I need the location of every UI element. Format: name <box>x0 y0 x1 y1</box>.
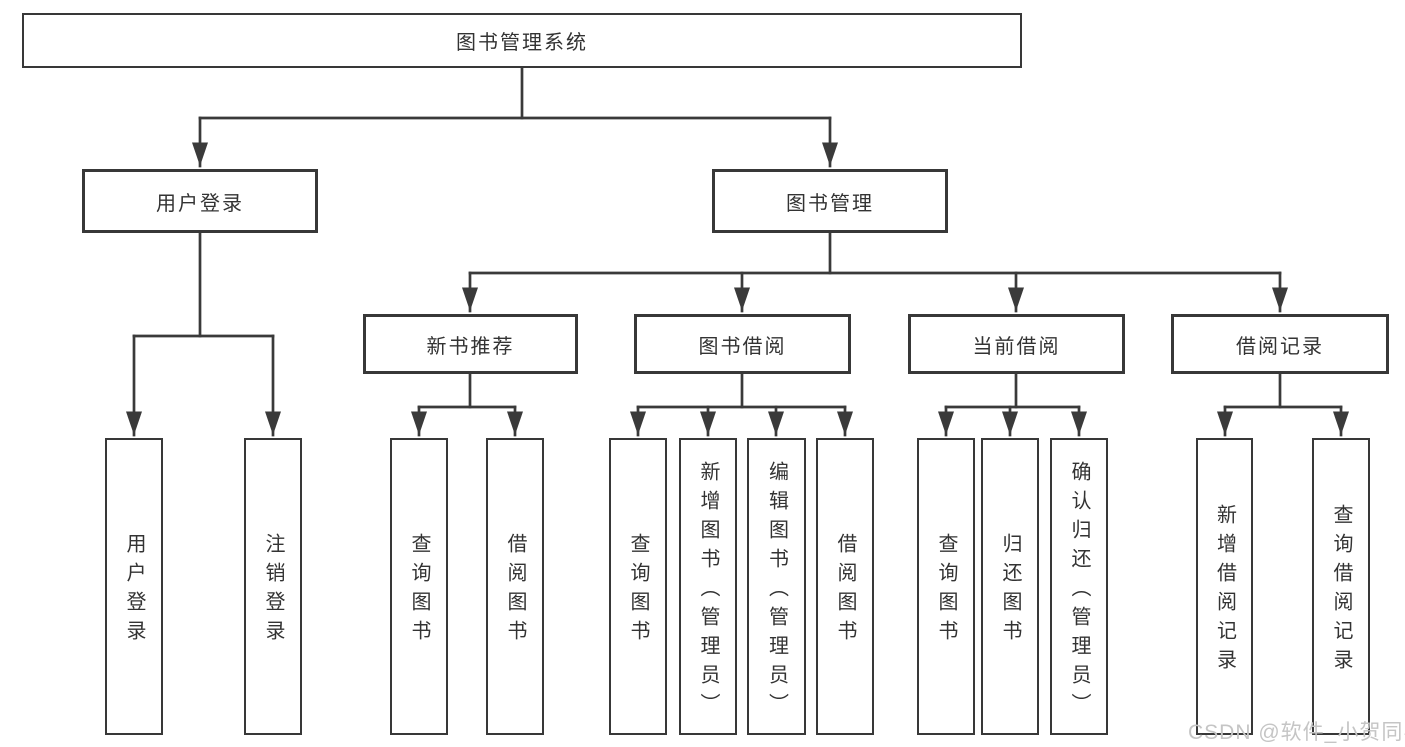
node-book-management: 图书管理 <box>712 169 948 233</box>
leaf-add-book-admin: 新增图书（管理员） <box>679 438 737 735</box>
leaf-label: 编辑图书（管理员） <box>765 460 788 722</box>
node-book-borrow: 图书借阅 <box>634 314 851 374</box>
leaf-label: 确认归还（管理员） <box>1068 460 1090 722</box>
leaf-label: 查询借阅记录 <box>1330 504 1352 678</box>
node-new-book-recommend: 新书推荐 <box>363 314 578 374</box>
leaf-edit-book-admin: 编辑图书（管理员） <box>747 438 806 735</box>
node-user-login: 用户登录 <box>82 169 318 233</box>
leaf-label: 查询图书 <box>627 533 649 649</box>
leaf-user-login: 用户登录 <box>105 438 163 735</box>
leaf-add-borrow-record: 新增借阅记录 <box>1196 438 1253 735</box>
leaf-query-books-1: 查询图书 <box>390 438 448 735</box>
leaf-borrow-books-2: 借阅图书 <box>816 438 874 735</box>
leaf-label: 借阅图书 <box>834 533 856 649</box>
leaf-confirm-return-admin: 确认归还（管理员） <box>1050 438 1108 735</box>
leaf-borrow-books-1: 借阅图书 <box>486 438 544 735</box>
leaf-query-books-3: 查询图书 <box>917 438 975 735</box>
leaf-query-books-2: 查询图书 <box>609 438 667 735</box>
leaf-label: 用户登录 <box>123 533 145 649</box>
leaf-logout: 注销登录 <box>244 438 302 735</box>
leaf-label: 归还图书 <box>999 533 1021 649</box>
node-current-borrow: 当前借阅 <box>908 314 1125 374</box>
leaf-label: 借阅图书 <box>504 533 526 649</box>
leaf-label: 查询图书 <box>408 533 430 649</box>
watermark-text: CSDN @软件_小贺同学 <box>1188 721 1405 744</box>
leaf-return-book: 归还图书 <box>981 438 1039 735</box>
leaf-label: 新增图书（管理员） <box>697 460 719 722</box>
leaf-query-borrow-record: 查询借阅记录 <box>1312 438 1370 735</box>
leaf-label: 查询图书 <box>935 533 957 649</box>
leaf-label: 注销登录 <box>262 533 284 649</box>
node-library-system: 图书管理系统 <box>22 13 1022 68</box>
leaf-label: 新增借阅记录 <box>1213 504 1236 678</box>
node-borrow-records: 借阅记录 <box>1171 314 1389 374</box>
